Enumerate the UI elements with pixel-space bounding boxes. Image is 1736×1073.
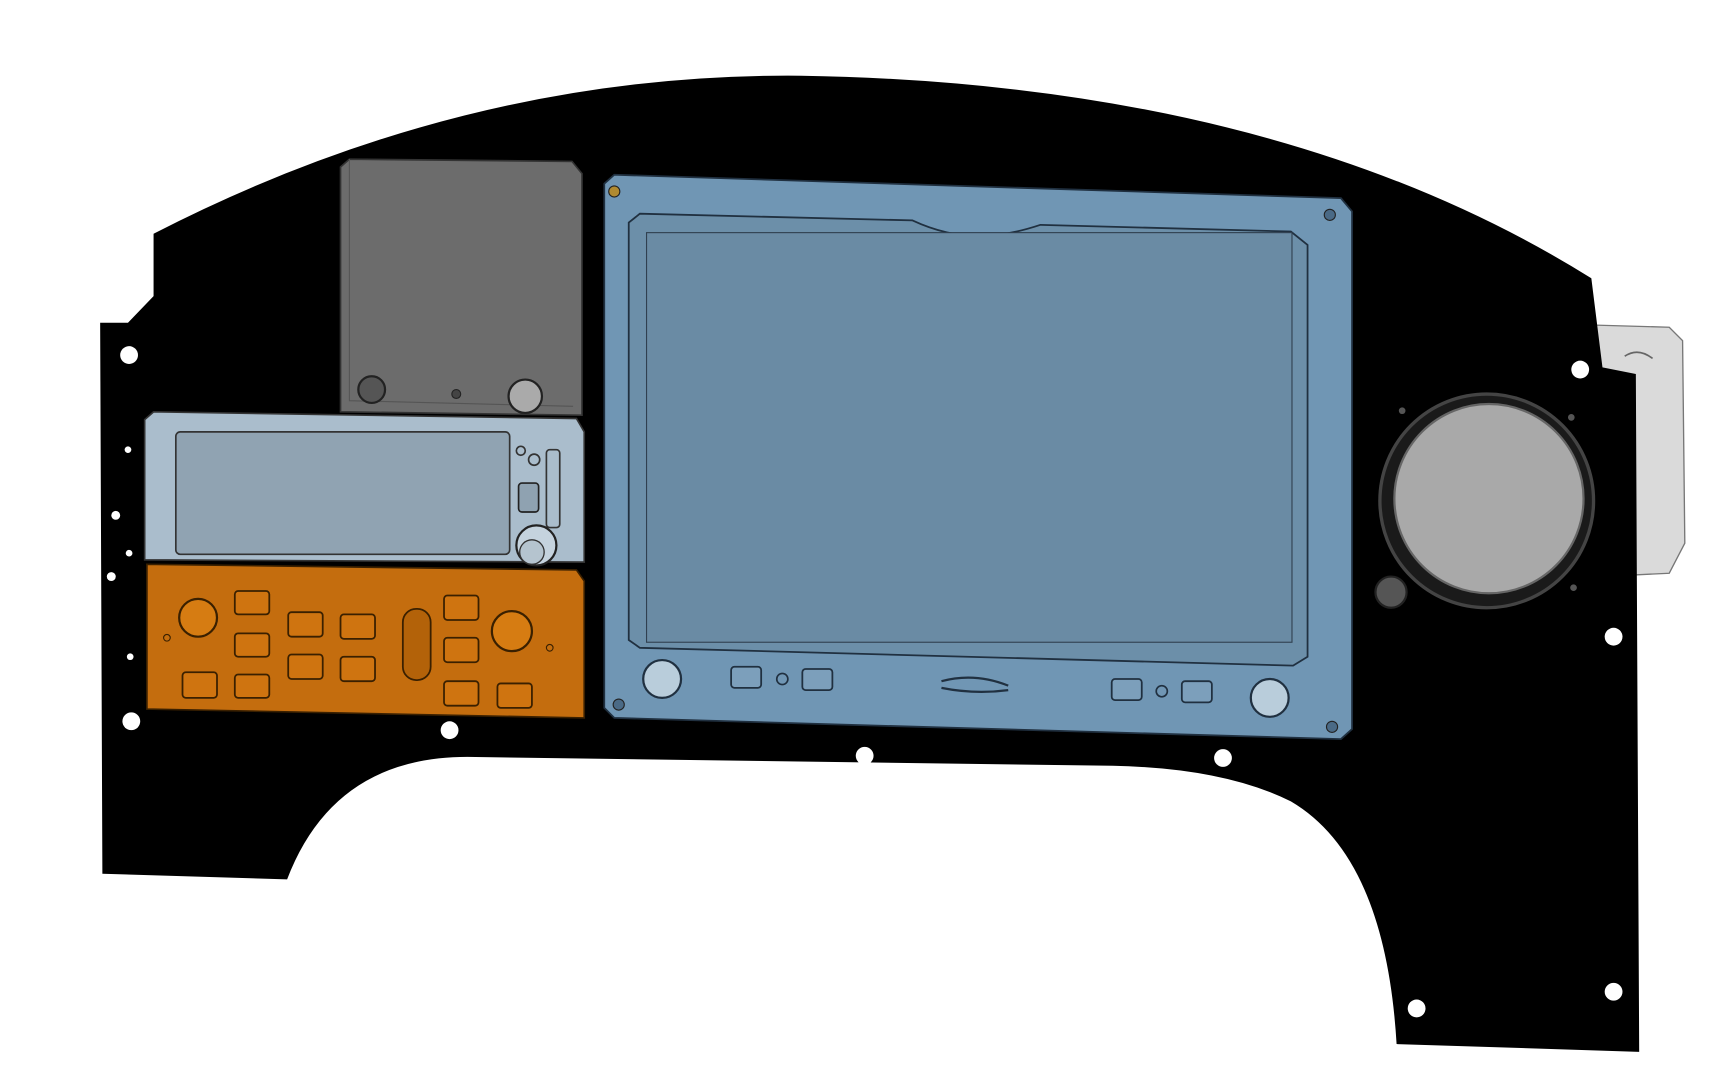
right-knob-icon[interactable] bbox=[507, 378, 544, 415]
main-display bbox=[603, 173, 1353, 740]
display-buttons[interactable] bbox=[730, 665, 1213, 704]
right-display-knob-icon[interactable] bbox=[1249, 677, 1290, 718]
audio-buttons[interactable] bbox=[181, 590, 533, 709]
gauge-knob-icon[interactable] bbox=[1374, 575, 1408, 609]
display-screen bbox=[645, 232, 1293, 643]
transponder bbox=[143, 410, 586, 567]
gray-radio-unit bbox=[339, 158, 583, 417]
round-gauge bbox=[1374, 392, 1596, 610]
rocker-switch[interactable] bbox=[401, 607, 432, 681]
squelch-knob-icon[interactable] bbox=[490, 609, 534, 653]
left-knob-icon[interactable] bbox=[357, 375, 387, 405]
mounting-holes bbox=[106, 346, 1623, 1018]
left-display-knob-icon[interactable] bbox=[642, 658, 683, 700]
volume-knob-icon[interactable] bbox=[178, 597, 219, 638]
sd-card-slot[interactable] bbox=[941, 676, 1009, 693]
audio-panel bbox=[146, 563, 586, 719]
gauge-face bbox=[1393, 402, 1585, 595]
transponder-screen bbox=[174, 431, 511, 556]
power-home-icon[interactable] bbox=[517, 482, 540, 513]
